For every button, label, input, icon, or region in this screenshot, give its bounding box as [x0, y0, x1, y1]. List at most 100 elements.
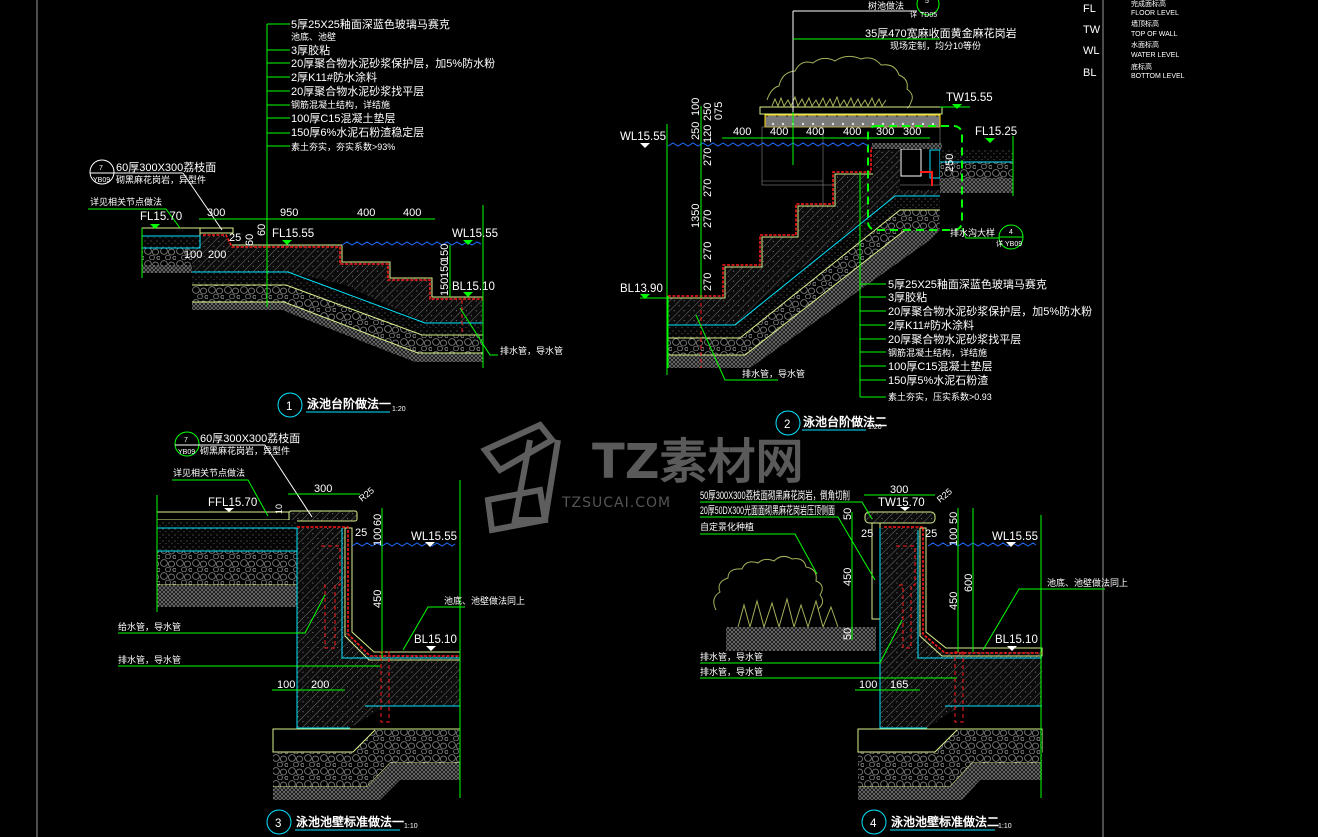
pipe-note: 排水管，导水管 — [118, 654, 181, 665]
waterproof-layer — [203, 234, 483, 300]
callout-text: 3厚胶粘 — [888, 290, 927, 304]
detail-3-pool-wall-standard-1: 7 YB09 60厚300X300荔枝面 砌黑麻花岗岩，异型件 详见相关节点做法… — [118, 431, 525, 835]
paving-slab — [141, 227, 201, 237]
dimension-text: 300 — [314, 483, 332, 495]
ref-sheet: YB09 — [1005, 241, 1022, 248]
dimension-text: 150 — [439, 278, 451, 296]
dimension-text: 60 — [372, 514, 384, 526]
dimension-text: 10 — [274, 504, 284, 514]
dimension-text: 450 — [372, 590, 384, 608]
drain-ref-label: 排水沟大样 — [950, 227, 995, 238]
pipe-note: 排水管，导水管 — [700, 666, 763, 677]
detail-number: 4 — [870, 818, 877, 830]
legend-en: WATER LEVEL — [1131, 52, 1179, 59]
plant-shrub — [766, 55, 913, 109]
waterproof-layer — [668, 147, 900, 297]
dimension-text: 400 — [733, 126, 751, 138]
detail-ref-bubble[interactable] — [174, 431, 200, 457]
dimension-text: 100 — [184, 249, 202, 261]
detail-scale: 1:10 — [404, 823, 418, 830]
dimension-text: 60 — [256, 224, 268, 236]
ref-note: 60厚300X300荔枝面 — [116, 160, 216, 174]
ref-note: 砌黑麻花岗岩，异型件 — [200, 445, 290, 456]
coping-note: 现场定制，均分10等份 — [890, 40, 981, 51]
ref-sheet: TD05 — [920, 12, 937, 19]
dimension-text: 50 — [948, 512, 960, 524]
detail-number: 1 — [286, 401, 292, 413]
detail-title: 泳池池壁标准做法二 — [891, 814, 999, 829]
callout-text: 5厚25X25釉面深蓝色玻璃马赛克 — [291, 17, 450, 31]
base-layer — [142, 236, 200, 248]
dimension-text: 400 — [770, 126, 788, 138]
dimension-text: 450 — [842, 568, 854, 586]
callout-text: 2厚K11#防水涂料 — [888, 318, 974, 332]
dimension-text: 300 — [876, 126, 894, 138]
soil-layer — [192, 302, 483, 362]
legend-abbr: TW — [1083, 24, 1101, 36]
detail-number: 2 — [784, 419, 790, 431]
dimension-text: 270 — [702, 210, 714, 228]
ref-prefix: 详 — [996, 239, 1003, 248]
waterproof-layer — [297, 526, 460, 657]
legend-cn: 完成面标高 — [1131, 0, 1166, 8]
detail-title: 泳池台阶做法二 — [803, 414, 887, 429]
dimension-text: 1350 — [690, 204, 702, 228]
coping-note: 20厚50DX300光面面砌黑麻花岗岩压顶侧面 — [700, 503, 835, 517]
detail-ref-bubble[interactable] — [89, 159, 115, 185]
level-bl: BL15.10 — [995, 634, 1038, 646]
legend-cn: 水面标高 — [1131, 40, 1159, 49]
detail-1-pool-steps-method-1: 5厚25X25釉面深蓝色玻璃马赛克 池底、池壁 3厚胶粘 20厚聚合物水泥砂浆保… — [88, 17, 563, 418]
planting-note: 自定景化种植 — [700, 521, 754, 532]
level-wl: WL15.55 — [411, 531, 457, 543]
concrete-steps — [192, 236, 483, 323]
legend-abbr: BL — [1083, 67, 1096, 79]
ref-note: 砌黑麻花岗岩，异型件 — [116, 174, 206, 185]
callout-text: 2厚K11#防水涂料 — [291, 70, 377, 84]
callout-text: 150厚5%水泥石粉渣 — [888, 373, 988, 387]
callout-text: 20厚聚合物水泥砂浆保护层，加5%防水粉 — [291, 56, 495, 70]
dimension-text: 200 — [311, 679, 329, 691]
callout-text: 素土夯实，夯实系数>93% — [291, 141, 395, 152]
level-fl: FL15.55 — [272, 228, 314, 240]
ref-number: 7 — [99, 165, 103, 172]
dimension-text: 100 — [948, 528, 960, 546]
dimension-text: 50 — [842, 508, 854, 520]
dimension-text: 60 — [244, 234, 256, 246]
dimension-text: 250 — [944, 154, 956, 172]
dimension-text: 25 — [229, 232, 241, 244]
drain-note: 排水管，导水管 — [742, 368, 805, 379]
dimension-text: 100 — [277, 679, 295, 691]
coping-note: 35厚470宽麻收面黄金麻花岗岩 — [865, 26, 1017, 40]
level-wl: WL15.55 — [620, 131, 666, 143]
watermark-brand: TZ素材网 — [592, 434, 804, 490]
dimension-text: R25 — [357, 485, 376, 503]
see-note: 详见相关节点做法 — [90, 196, 162, 207]
dimension-text: R25 — [935, 486, 954, 504]
dimension-text: 25 — [861, 528, 873, 540]
dimension-text: 270 — [702, 242, 714, 260]
ref-number: 5 — [925, 0, 929, 5]
ref-sheet: YB09 — [178, 449, 195, 456]
dimension-text: 50 — [842, 628, 854, 640]
ref-bubble[interactable] — [916, 0, 940, 16]
callout-text: 池底、池壁 — [291, 31, 336, 42]
detail-title: 泳池池壁标准做法一 — [296, 814, 404, 829]
detail-scale: 1:20 — [868, 424, 882, 431]
callout-text: 5厚25X25釉面深蓝色玻璃马赛克 — [888, 277, 1047, 291]
detail-scale: 1:10 — [998, 823, 1012, 830]
gravel-layer — [142, 248, 200, 265]
water-surface — [927, 542, 1037, 547]
level-fl: FFL15.70 — [208, 497, 257, 509]
dimension-text: 270 — [702, 179, 714, 197]
concrete-wall — [880, 528, 1042, 728]
callout-text: 20厚聚合物水泥砂浆找平层 — [291, 84, 424, 98]
level-fl: FL15.70 — [140, 211, 182, 223]
dimension-text: 100 — [859, 679, 877, 691]
level-bl: BL15.10 — [414, 634, 457, 646]
callout-text: 150厚6%水泥石粉渣稳定层 — [291, 125, 424, 139]
level-bl: BL15.10 — [452, 281, 495, 293]
coping-stone — [288, 510, 358, 522]
detail-title: 泳池台阶做法一 — [307, 396, 391, 411]
dimension-text: 300 — [890, 484, 908, 496]
